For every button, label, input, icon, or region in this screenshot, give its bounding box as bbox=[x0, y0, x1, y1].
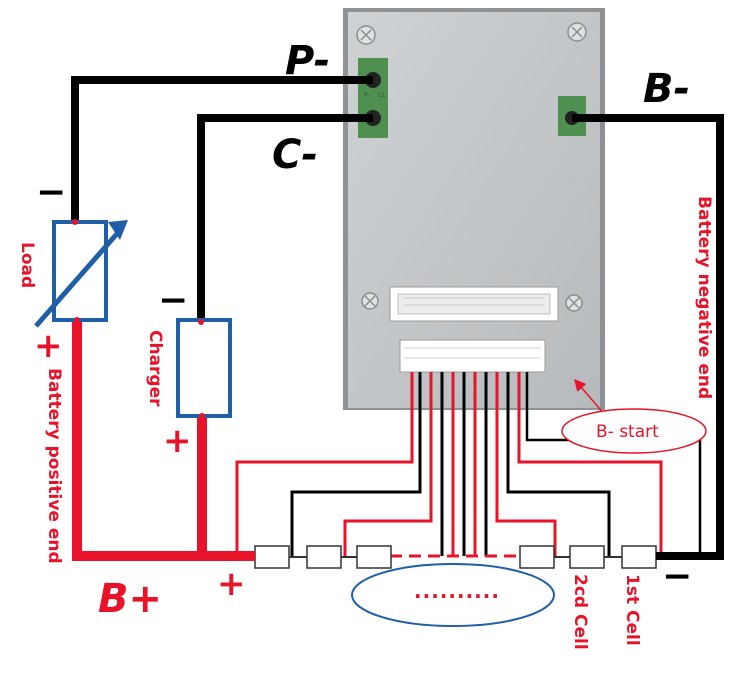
charger-plus-sign: + bbox=[163, 421, 192, 461]
bplus-plus-sign: + bbox=[217, 564, 246, 604]
second-cell-label: 2cd Cell bbox=[570, 574, 590, 650]
load-label: Load bbox=[17, 242, 37, 288]
charger-label: Charger bbox=[145, 330, 165, 407]
load-variable-resistor-icon bbox=[34, 219, 128, 328]
cell-icon-2cd bbox=[569, 545, 622, 569]
onboard-balance-connector bbox=[389, 286, 559, 322]
load-minus-sign: − bbox=[36, 172, 66, 213]
p-minus-wire bbox=[71, 76, 373, 222]
b-minus-wire bbox=[572, 114, 724, 560]
first-cell-label: 1st Cell bbox=[622, 574, 642, 646]
b-plus-wire bbox=[72, 320, 255, 561]
pcb-p-pad-label: P- bbox=[364, 92, 370, 99]
charger-icon bbox=[176, 318, 232, 419]
b-start-callout bbox=[561, 408, 707, 454]
screw-icon bbox=[565, 294, 583, 312]
battery-positive-end-label: Battery positive end bbox=[44, 368, 64, 564]
more-cells-callout bbox=[351, 563, 555, 627]
battery-negative-end-label: Battery negative end bbox=[694, 196, 714, 399]
screw-icon bbox=[567, 22, 587, 42]
b-plus-label: B+ bbox=[98, 576, 162, 622]
screw-icon bbox=[356, 25, 376, 45]
charger-minus-sign: − bbox=[158, 280, 188, 321]
cell-icon bbox=[356, 545, 392, 569]
cell-icon-1st bbox=[621, 545, 657, 569]
bminus-minus-sign: − bbox=[662, 556, 692, 597]
battery-cell-row bbox=[248, 545, 657, 569]
load-plus-sign: + bbox=[34, 326, 63, 366]
cell-icon bbox=[306, 545, 357, 569]
balance-cable-plug bbox=[399, 339, 546, 373]
cell-icon bbox=[519, 545, 570, 569]
c-minus-wire bbox=[197, 114, 373, 322]
c-minus-label: C- bbox=[272, 132, 318, 178]
b-minus-label: B- bbox=[643, 66, 690, 112]
bms-board: P- CL bbox=[343, 8, 605, 410]
cell-icon bbox=[248, 545, 307, 569]
screw-icon bbox=[361, 292, 379, 310]
b-start-arrow bbox=[574, 378, 606, 416]
pcb-pad-p-c: P- CL bbox=[358, 58, 388, 138]
pcb-c-pad-label: CL bbox=[378, 92, 386, 99]
p-minus-label: P- bbox=[285, 38, 330, 84]
b-start-label: B- start bbox=[596, 422, 659, 442]
more-cells-ellipsis: .......... bbox=[414, 579, 500, 603]
